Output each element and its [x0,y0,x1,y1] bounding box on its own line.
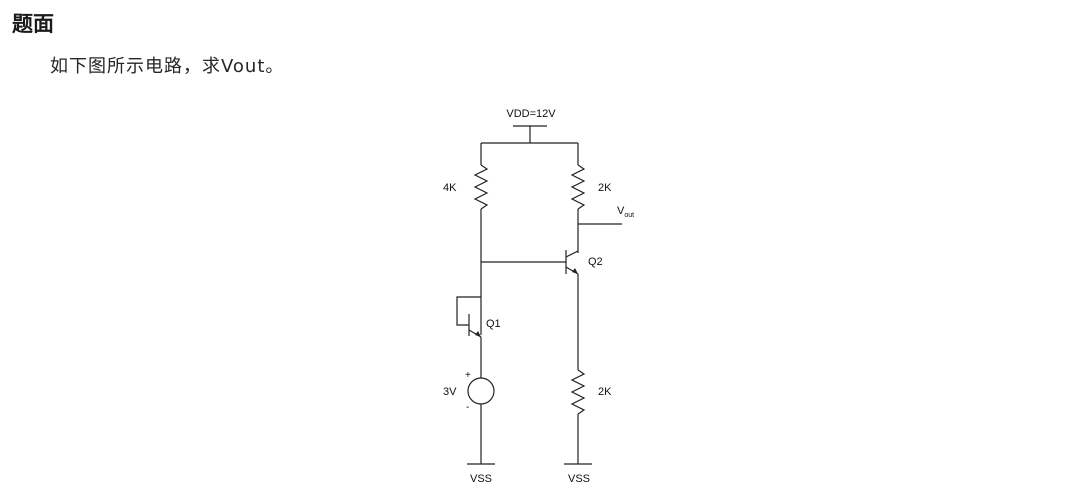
vout-label-sub: out [624,212,634,219]
q1-diode-connection [456,296,481,326]
resistor-4k [473,164,489,210]
page-heading: 题面 [12,12,54,36]
q2-label: Q2 [588,256,603,268]
resistor-2k-top-label: 2K [598,182,612,194]
q1-emitter-arrow [475,331,481,337]
q2-collector [565,250,579,258]
q2-emitter-arrow [572,268,578,274]
resistor-2k-bottom [570,369,586,415]
vout-label-main: V [617,205,625,217]
vdd-label: VDD=12V [506,108,556,120]
voltage-source-3v [467,377,495,405]
vss-left-label: VSS [470,473,492,485]
resistor-4k-label: 4K [443,182,457,194]
question-text: 如下图所示电路，求Vout。 [50,56,285,77]
q1-label: Q1 [486,318,501,330]
vout-label: Vout [617,205,634,219]
source-label: 3V [443,386,457,398]
vss-right-label: VSS [568,473,590,485]
resistor-2k-bottom-label: 2K [598,386,612,398]
resistor-2k-top [570,164,586,210]
source-plus-label: + [465,370,471,381]
source-minus-label: - [466,402,469,413]
